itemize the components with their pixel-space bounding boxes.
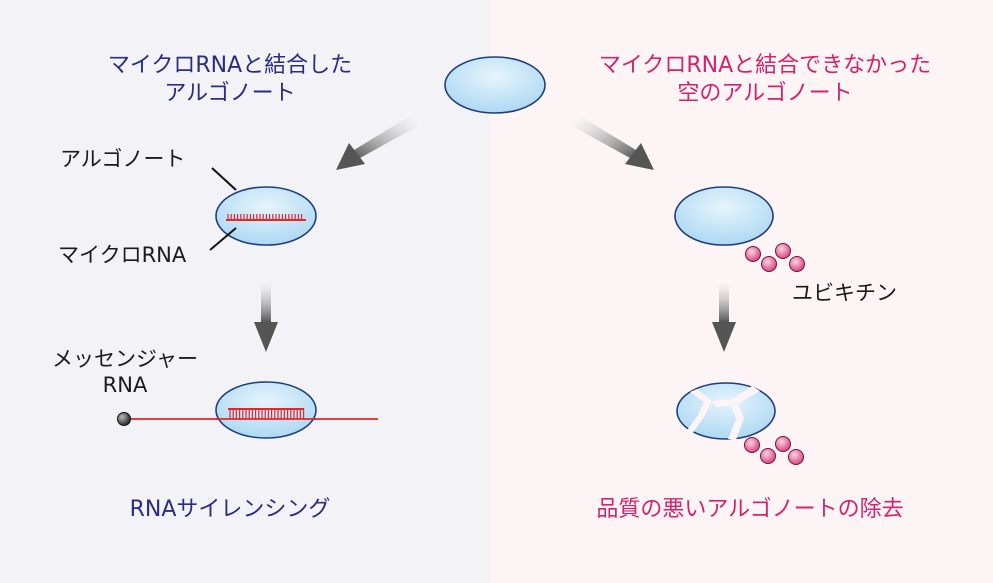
degraded-argonaute (676, 382, 776, 440)
right-heading-line2: 空のアルゴノート (677, 80, 853, 106)
right-heading: マイクロRNAと結合できなかった 空のアルゴノート (560, 52, 970, 107)
right-panel-background (490, 0, 993, 583)
left-caption: RNAサイレンシング (129, 497, 331, 522)
microrna-strand (226, 214, 306, 221)
label-mrna-line2: RNA (102, 373, 148, 398)
ubiquitin-chain-2 (744, 436, 804, 465)
label-ubiquitin: ユビキチン (792, 281, 897, 305)
arrow-down-left-column (254, 280, 278, 352)
left-heading-line2: アルゴノート (164, 80, 296, 106)
left-panel-background (0, 0, 490, 583)
label-microrna: マイクロRNA (58, 243, 187, 267)
empty-argonaute-ellipse (674, 186, 774, 246)
mrna-cap-bead (117, 412, 131, 426)
pointer-line-argonaute (211, 167, 237, 191)
left-heading-line1: マイクロRNAと結合した (107, 53, 353, 78)
arrow-down-left (336, 116, 418, 170)
pointer-line-microrna (209, 227, 237, 251)
label-argonaute: アルゴノート (60, 147, 186, 171)
right-caption: 品質の悪いアルゴノートの除去 (596, 497, 904, 522)
arrow-down-right-column (712, 280, 736, 352)
microrna-paired-strand (228, 408, 305, 419)
arrow-down-right (572, 116, 654, 170)
label-mrna-line1: メッセンジャー (52, 347, 198, 371)
argonaute-top-ellipse (444, 56, 546, 114)
left-heading: マイクロRNAと結合した アルゴノート (70, 52, 390, 107)
label-messenger-rna: メッセンジャー RNA (40, 346, 210, 399)
ubiquitin-chain-1 (745, 243, 805, 272)
right-heading-line1: マイクロRNAと結合できなかった (598, 53, 932, 78)
